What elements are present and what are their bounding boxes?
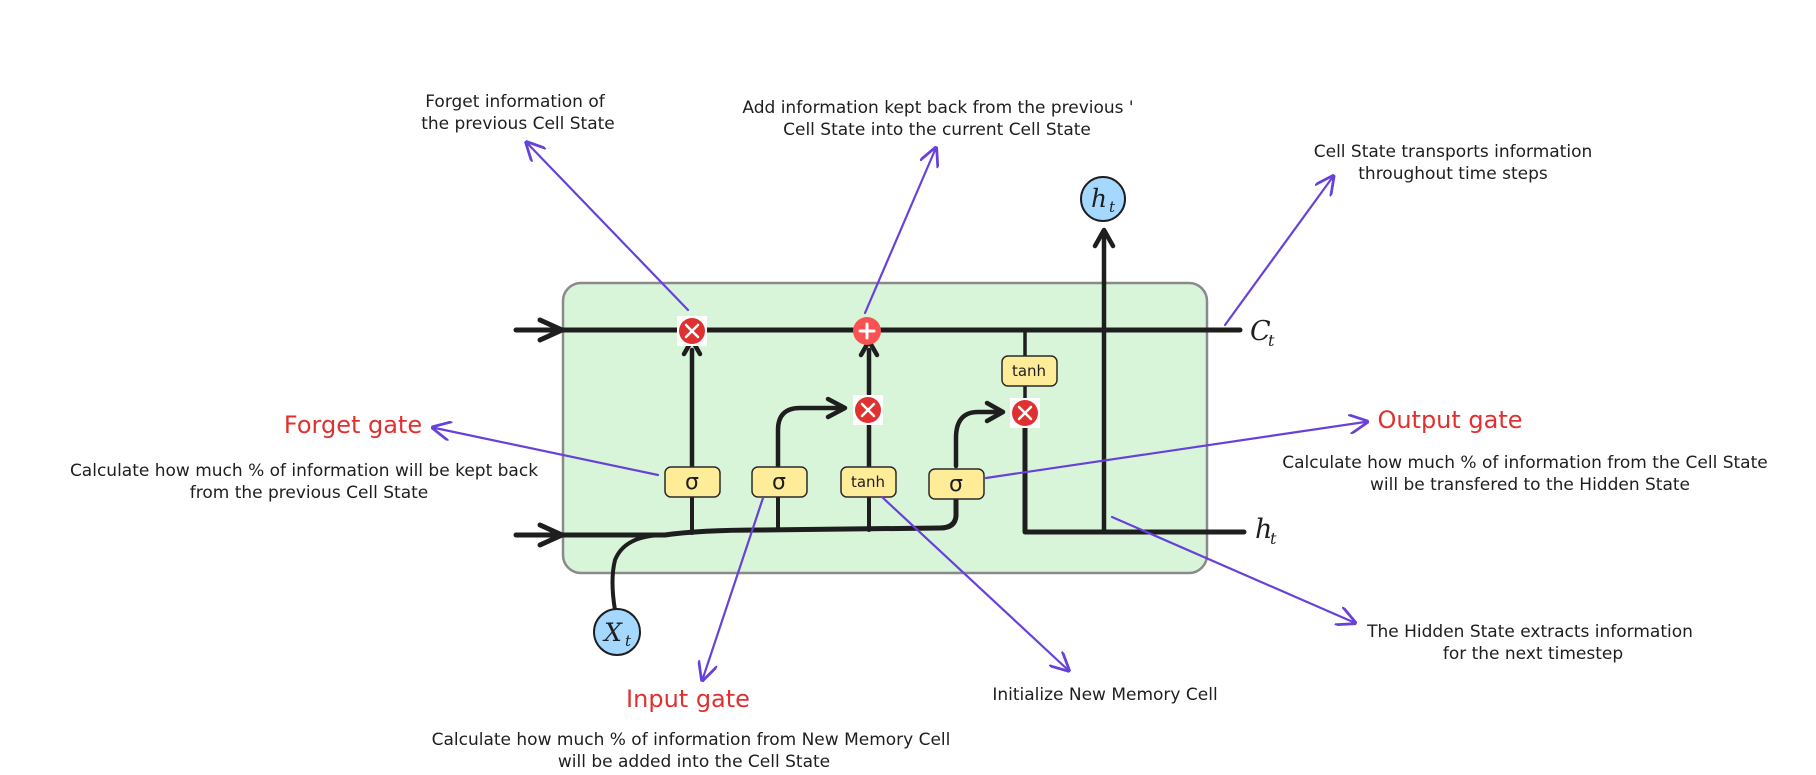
cell-state-sub: t [1268, 331, 1275, 350]
input-sub: t [625, 632, 632, 650]
hidden-state-symbol: h [1255, 514, 1272, 545]
candidate-tanh-label: tanh [851, 473, 885, 491]
forget-sigma-label: σ [685, 470, 699, 495]
output-to-multiply [953, 409, 999, 469]
input-gate-desc-line2: will be added into the Cell State [558, 752, 830, 772]
hidden-state-sub: t [1270, 529, 1277, 548]
arrow-output-gate [984, 422, 1365, 480]
input-gate-sigma: σ [751, 466, 808, 498]
forget-gate-desc-line1: Calculate how much % of information will… [70, 461, 538, 481]
xt-connection [610, 533, 667, 612]
input-sigma-label: σ [772, 470, 786, 495]
arrow-add-info [863, 150, 935, 315]
input-multiply-icon [853, 395, 883, 425]
input-symbol: X [602, 618, 623, 647]
input-gate-title: Input gate [626, 685, 750, 713]
hidden-extract-line2: for the next timestep [1443, 644, 1623, 664]
cell-tanh-label: tanh [1012, 362, 1046, 380]
output-multiply-icon [1010, 398, 1040, 428]
cell-state-input-arrowhead [537, 317, 565, 343]
candidate-tanh-box: tanh [840, 466, 897, 498]
add-info-line1: Add information kept back from the previ… [742, 98, 1133, 118]
output-gate-sigma: σ [928, 468, 985, 500]
hidden-top-symbol: h [1091, 184, 1107, 213]
forget-gate-desc-line2: from the previous Cell State [190, 483, 429, 503]
forget-info-line2: the previous Cell State [421, 114, 615, 134]
hidden-top-sub: t [1109, 198, 1116, 216]
hidden-top-node: h t [1080, 176, 1126, 222]
cell-state-symbol: C [1250, 316, 1271, 347]
arrow-forget-info [528, 144, 690, 312]
forget-info-line1: Forget information of [425, 92, 606, 112]
forget-multiply-icon [677, 316, 707, 346]
output-gate-title: Output gate [1377, 406, 1522, 434]
arrow-forget-gate [435, 428, 660, 477]
hidden-extract-line1: The Hidden State extracts information [1366, 622, 1693, 642]
arrow-new-memory [880, 495, 1067, 669]
hidden-input-line [513, 493, 959, 538]
input-gate-desc-line1: Calculate how much % of information from… [432, 730, 951, 750]
annotation-arrows [435, 144, 1365, 678]
forget-gate-sigma: σ [664, 466, 721, 498]
add-info-line2: Cell State into the current Cell State [783, 120, 1091, 140]
hidden-output-line [1022, 423, 1247, 535]
cell-transport-line2: throughout time steps [1358, 164, 1548, 184]
arrow-cell-transport [1223, 178, 1332, 327]
output-gate-desc-line2: will be transfered to the Hidden State [1370, 475, 1690, 495]
forget-gate-title: Forget gate [284, 411, 422, 439]
plus-icon [853, 317, 881, 345]
gate-connectors [690, 496, 871, 535]
cell-tanh-box: tanh [1001, 355, 1058, 387]
output-gate-desc-line1: Calculate how much % of information from… [1282, 453, 1767, 473]
cell-transport-line1: Cell State transports information [1314, 142, 1593, 162]
input-node: X t [593, 608, 641, 656]
hidden-input-arrowhead [537, 522, 565, 548]
arrow-hidden-extract [1110, 515, 1353, 622]
arrow-input-gate [703, 496, 765, 678]
output-sigma-label: σ [949, 472, 963, 497]
new-memory-cell-label: Initialize New Memory Cell [992, 685, 1217, 705]
input-to-multiply [775, 405, 841, 469]
